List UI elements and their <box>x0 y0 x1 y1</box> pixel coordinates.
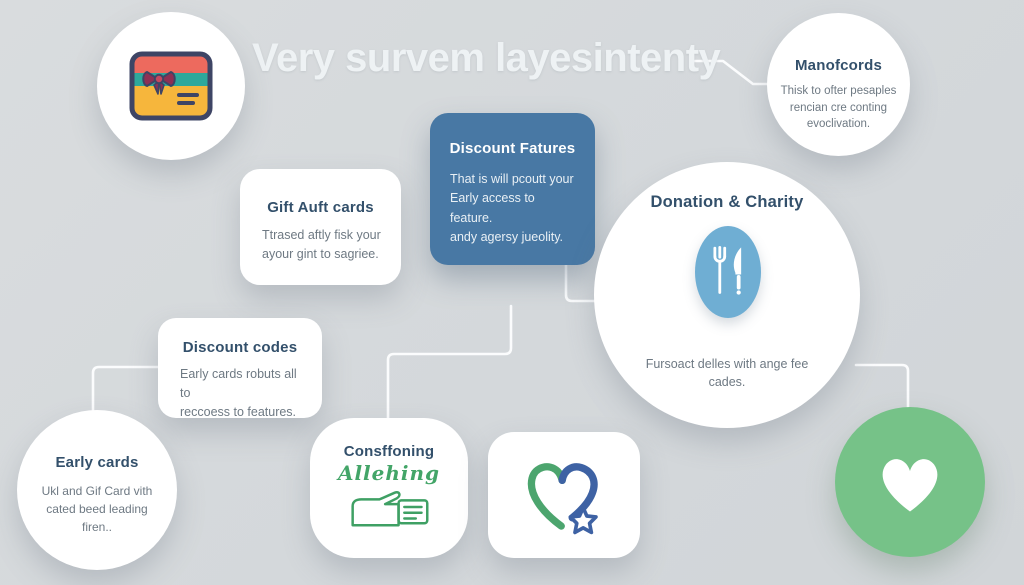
consffoning-script-text: Allehing <box>337 461 441 485</box>
heart-star-icon <box>527 463 598 535</box>
body-line: andy agersy jueolity. <box>450 230 564 245</box>
node-discount-fatures: Discount Fatures That is will pcoutt you… <box>430 113 595 265</box>
gift-card-badge <box>97 12 245 160</box>
node-heart-circle <box>835 407 985 557</box>
body-line: cated beed leading <box>46 502 148 516</box>
page-title: Very survem layesintenty <box>252 36 721 80</box>
discount-codes-body: Early cards robuts all to reccoess to fe… <box>158 365 322 421</box>
body-line: firen.. <box>81 520 112 534</box>
node-early-cards: Early cards Ukl and Gif Card vith cated … <box>17 410 177 570</box>
early-cards-body: Ukl and Gif Card vith cated beed leading… <box>17 482 177 536</box>
body-line: Early access to feature. <box>450 191 535 225</box>
heart-icon <box>882 459 938 512</box>
connector-title-to-manofcords <box>693 59 771 86</box>
body-line: Ukl and Gif Card vith <box>41 484 153 498</box>
node-consffoning: Consffoning Allehing <box>310 418 468 558</box>
connector-bluecard-to-consffoning <box>386 304 513 421</box>
node-discount-codes: Discount codes Early cards robuts all to… <box>158 318 322 421</box>
discount-fatures-body: That is will pcoutt your Early access to… <box>430 170 595 248</box>
node-heart-star <box>488 432 640 558</box>
hand-gift-icon <box>351 491 429 527</box>
gift-auft-heading: Gift Auft cards <box>267 199 374 216</box>
donation-heading: Donation & Charity <box>650 193 804 211</box>
manofcords-body: Thisk to ofter pesaples rencian cre cont… <box>767 83 910 133</box>
gift-card-icon <box>129 51 213 121</box>
node-manofcords: Manofcords Thisk to ofter pesaples renci… <box>767 13 910 156</box>
body-line: ayour gint to sagriee. <box>262 246 379 261</box>
body-line: Ttrased aftly fisk your <box>262 228 381 242</box>
discount-fatures-heading: Discount Fatures <box>449 140 576 157</box>
node-gift-auft-cards: Gift Auft cards Ttrased aftly fisk your … <box>240 169 401 285</box>
gift-auft-body: Ttrased aftly fisk your ayour gint to sa… <box>240 226 401 264</box>
donation-body: Fursoact delles with ange fee cades. <box>594 355 860 393</box>
body-line: reccoess to features. <box>180 404 297 419</box>
dining-oval-badge <box>695 226 761 318</box>
body-line: evoclivation. <box>806 118 871 131</box>
node-donation-charity: Donation & Charity Fursoact delles with … <box>594 162 860 428</box>
body-line: Thisk to ofter pesaples <box>780 85 897 97</box>
body-line: Early cards robuts all to <box>180 367 297 400</box>
manofcords-heading: Manofcords <box>794 57 882 74</box>
connector-discountcodes-to-earlycards <box>91 365 161 415</box>
body-line: rencian cre conting <box>789 101 888 114</box>
connector-bluecard-to-donation <box>564 260 598 303</box>
body-line: That is will pcoutt your <box>450 172 574 186</box>
early-cards-heading: Early cards <box>55 454 139 471</box>
fork-knife-icon <box>713 245 742 295</box>
discount-codes-heading: Discount codes <box>182 339 298 356</box>
consffoning-heading: Consffoning <box>343 443 435 460</box>
body-line: Fursoact delles with ange fee <box>645 356 809 371</box>
connector-donation-to-heartcircle <box>854 363 910 411</box>
body-line: cades. <box>708 375 746 390</box>
